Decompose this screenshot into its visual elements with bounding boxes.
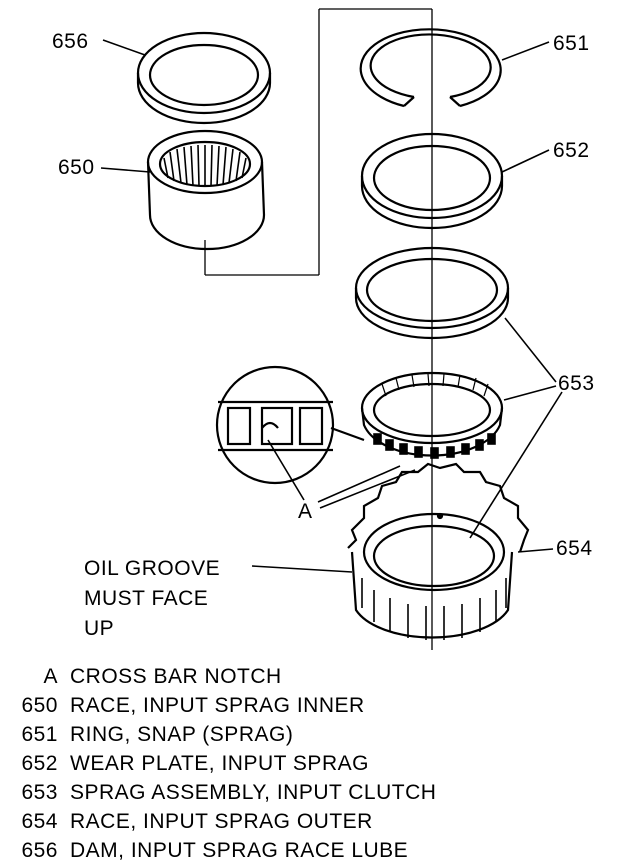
inner-race-650 — [146, 129, 266, 251]
legend-key: 653 — [21, 780, 58, 804]
dam-ring-656 — [136, 31, 272, 125]
sprag-assembly-653 — [360, 371, 504, 459]
legend-key: 654 — [21, 809, 58, 833]
legend-row: 653 SPRAG ASSEMBLY, INPUT CLUTCH — [6, 778, 618, 807]
legend-key: 652 — [21, 751, 58, 775]
note-line-2: MUST FACE — [84, 587, 209, 610]
legend-key: A — [43, 664, 58, 688]
legend-text: WEAR PLATE, INPUT SPRAG — [70, 751, 369, 775]
oil-groove-note: OIL GROOVE MUST FACE UP — [84, 554, 220, 644]
legend-text: RACE, INPUT SPRAG OUTER — [70, 809, 373, 833]
legend-row: 654 RACE, INPUT SPRAG OUTER — [6, 807, 618, 836]
callout-652: 652 — [553, 139, 590, 162]
legend-row: A CROSS BAR NOTCH — [6, 662, 618, 691]
cross-bar-notch-detail — [215, 365, 365, 485]
note-line-3: UP — [84, 617, 115, 640]
outer-race-654 — [347, 462, 530, 640]
callout-650: 650 — [58, 156, 95, 179]
note-line-1: OIL GROOVE — [84, 557, 221, 580]
leader-lines — [100, 39, 563, 573]
legend-text: RING, SNAP (SPRAG) — [70, 722, 294, 746]
legend-row: 652 WEAR PLATE, INPUT SPRAG — [6, 749, 618, 778]
exploded-view-drawing — [100, 8, 563, 650]
legend-row: 656 DAM, INPUT SPRAG RACE LUBE — [6, 836, 618, 865]
callout-653: 653 — [558, 372, 595, 395]
legend-row: 650 RACE, INPUT SPRAG INNER — [6, 691, 618, 720]
legend-key: 651 — [21, 722, 58, 746]
legend-key: 656 — [21, 838, 58, 862]
legend-key: 650 — [21, 693, 58, 717]
callout-a: A — [298, 500, 313, 523]
assembly-centerlines — [204, 8, 433, 650]
legend-text: DAM, INPUT SPRAG RACE LUBE — [70, 838, 409, 862]
callout-651: 651 — [553, 32, 590, 55]
callout-654: 654 — [556, 537, 593, 560]
sprag-ring-653 — [354, 246, 510, 340]
wear-plate-652 — [360, 132, 504, 230]
parts-legend: A CROSS BAR NOTCH 650 RACE, INPUT SPRAG … — [6, 662, 618, 865]
legend-text: CROSS BAR NOTCH — [70, 664, 282, 688]
snap-ring-651 — [359, 28, 502, 108]
legend-text: SPRAG ASSEMBLY, INPUT CLUTCH — [70, 780, 437, 804]
callout-656: 656 — [52, 30, 89, 53]
legend-row: 651 RING, SNAP (SPRAG) — [6, 720, 618, 749]
legend-text: RACE, INPUT SPRAG INNER — [70, 693, 365, 717]
